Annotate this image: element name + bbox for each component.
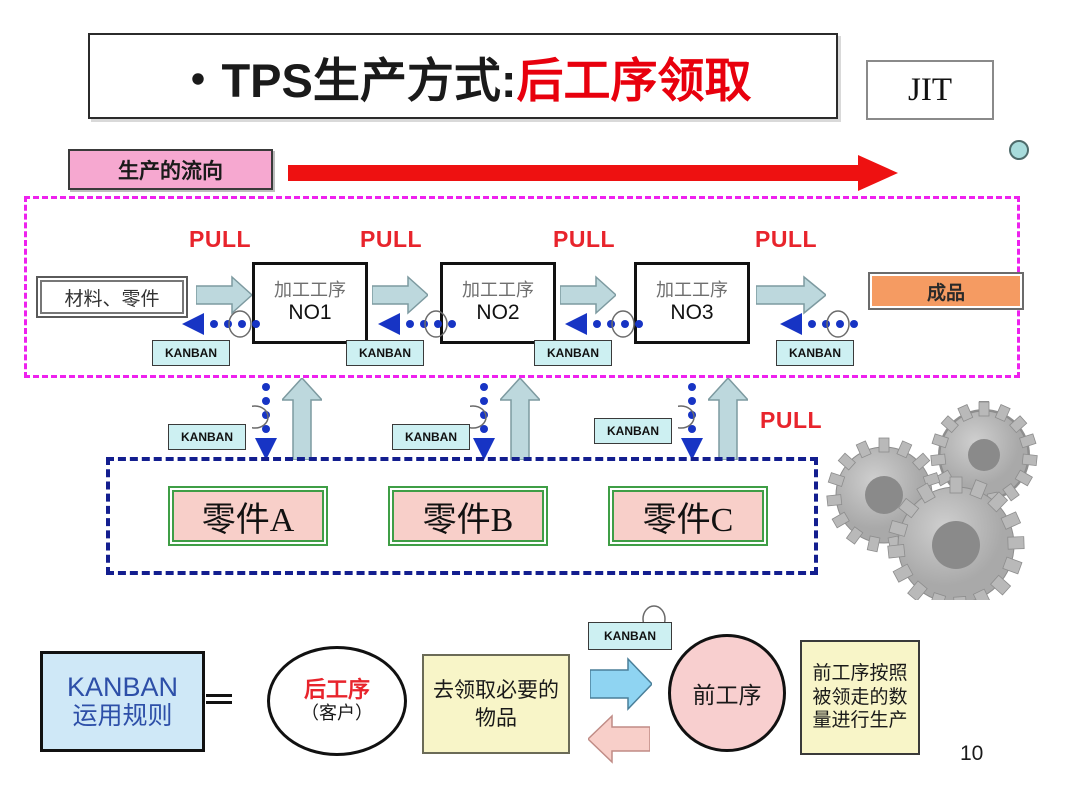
pull-label-2: PULL <box>360 226 423 252</box>
kanban-pull-arrow-icon-1 <box>182 310 262 343</box>
process-box-no2-label: 加工工序 <box>462 279 534 300</box>
after-process-label: 后工序 <box>303 677 370 702</box>
process-box-no2: 加工工序 NO2 <box>440 262 556 344</box>
kanban-rule-line1: KANBAN <box>66 671 179 702</box>
process-box-no3-label: 加工工序 <box>656 279 728 300</box>
process-box-no1-label: 加工工序 <box>274 279 346 300</box>
kanban-tag-upper-4: KANBAN <box>776 340 854 366</box>
kanban-transfer-arrow-icon <box>589 657 654 716</box>
kanban-tag-middle-1: KANBAN <box>168 424 246 450</box>
title-bullet: ・ <box>174 53 222 107</box>
parts-supply-arrow-icon-1 <box>280 376 324 465</box>
production-flow-arrow-icon <box>288 155 898 191</box>
process-box-no3: 加工工序 NO3 <box>634 262 750 344</box>
process-box-no1: 加工工序 NO1 <box>252 262 368 344</box>
production-flow-label: 生产的流向 <box>68 149 273 190</box>
pull-label-4: PULL <box>755 226 818 252</box>
flow-arrow-icon-3 <box>559 275 618 320</box>
page-number: 10 <box>960 742 984 765</box>
after-process-ellipse: 后工序 （客户） <box>267 646 407 756</box>
pull-label-middle: PULL <box>760 407 823 433</box>
kanban-rule-box: KANBAN 运用规则 <box>40 651 205 752</box>
title-box: ・TPS生产方式:后工序领取 <box>88 33 838 119</box>
kanban-tag-bottom: KANBAN <box>588 622 672 650</box>
page-title: ・TPS生产方式:后工序领取 <box>174 42 751 111</box>
part-box-c: 零件C <box>608 486 768 546</box>
kanban-pull-arrow-icon-4 <box>780 310 860 343</box>
equals-sign-icon <box>206 694 232 706</box>
kanban-tag-upper-3: KANBAN <box>534 340 612 366</box>
kanban-pull-arrow-icon-2 <box>378 310 458 343</box>
produce-instruction-box: 前工序按照被领走的数量进行生产 <box>800 640 920 755</box>
kanban-tag-bottom-wrapper: KANBAN <box>588 605 672 650</box>
process-box-no2-number: NO2 <box>476 301 520 325</box>
kanban-rule-line2: 运用规则 <box>72 702 173 730</box>
flow-arrow-icon-2 <box>371 275 430 320</box>
pickup-instruction-box: 去领取必要的物品 <box>422 654 570 754</box>
parts-supply-arrow-icon-3 <box>706 376 750 465</box>
gears-illustration-icon <box>826 400 1076 614</box>
flow-arrow-icon-4 <box>755 275 828 320</box>
jit-badge: JIT <box>866 60 994 120</box>
kanban-tag-middle-2: KANBAN <box>392 424 470 450</box>
after-process-sublabel: （客户） <box>301 703 373 724</box>
kanban-down-arrow-icon-2 <box>459 382 498 465</box>
process-box-no1-number: NO1 <box>288 301 332 325</box>
pull-label-3: PULL <box>553 226 616 252</box>
teal-dot-icon <box>1009 140 1029 160</box>
before-process-circle: 前工序 <box>668 634 786 752</box>
goods-return-arrow-icon <box>586 714 651 769</box>
flow-arrow-icon-1 <box>195 275 254 320</box>
kanban-tag-upper-1: KANBAN <box>152 340 230 366</box>
parts-storage-region <box>106 457 818 575</box>
pull-label-1: PULL <box>189 226 252 252</box>
kanban-down-arrow-icon-3 <box>667 382 706 465</box>
kanban-tag-upper-2: KANBAN <box>346 340 424 366</box>
title-red-part: 后工序领取 <box>516 53 752 107</box>
part-box-a: 零件A <box>168 486 328 546</box>
finished-goods-box: 成品 <box>868 272 1024 310</box>
kanban-pull-arrow-icon-3 <box>565 310 645 343</box>
part-box-b: 零件B <box>388 486 548 546</box>
parts-supply-arrow-icon-2 <box>498 376 542 465</box>
kanban-down-arrow-icon-1 <box>241 382 280 465</box>
process-box-no3-number: NO3 <box>670 301 714 325</box>
kanban-tag-middle-3: KANBAN <box>594 418 672 444</box>
material-parts-box: 材料、零件 <box>36 276 188 318</box>
title-black-part: TPS生产方式: <box>221 53 517 107</box>
